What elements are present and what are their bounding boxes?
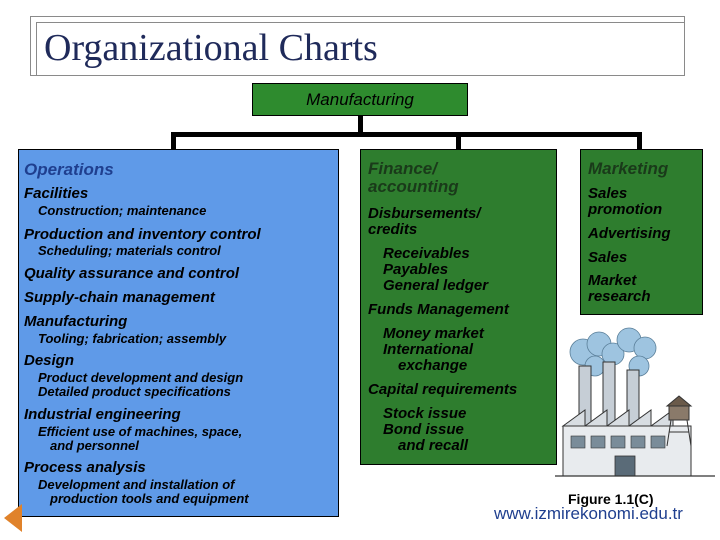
finance-line: General ledger [383,277,489,294]
finance-line: Bond issue [383,421,464,438]
ops-sub: Product development and design [38,370,244,385]
connector-operations [171,132,176,150]
finance-line: Receivables [383,245,470,262]
source-url: www.izmirekonomi.edu.tr [494,504,683,523]
finance-line: Capital requirements [368,381,518,398]
finance-line: Disbursements/ [368,205,481,222]
marketing-line: Sales [588,185,628,202]
finance-line: International [383,341,474,358]
finance-heading: Finance/ [368,159,437,178]
finance-line: Funds Management [368,301,509,318]
back-arrow-icon[interactable] [4,504,22,532]
finance-line: credits [368,221,418,238]
ops-sub: Construction; maintenance [38,203,207,218]
marketing-box [580,149,703,315]
connector-finance [456,132,461,150]
connector-horizontal [171,132,642,137]
finance-heading: accounting [368,177,459,196]
operations-heading: Operations [24,160,114,179]
page-title: Organizational Charts [44,27,378,69]
marketing-line: Advertising [588,225,671,242]
connector-marketing [637,132,642,150]
ops-sub: Development and installation of [38,477,235,492]
ops-item-process-analysis: Process analysis [24,459,146,476]
ops-item-quality: Quality assurance and control [24,265,240,282]
marketing-heading: Marketing [588,159,669,178]
ops-sub: Scheduling; materials control [38,243,221,258]
title-frame-accent [36,22,684,75]
ops-item-design: Design [24,352,75,369]
marketing-line: research [588,288,651,305]
factory-illustration [555,327,715,477]
ops-item-production: Production and inventory control [24,226,261,243]
connector-root-down [358,116,363,134]
operations-box [18,149,339,517]
ops-sub: and personnel [50,438,139,453]
root-node-manufacturing: Manufacturing [252,83,468,116]
title-frame [30,16,685,76]
finance-line: Payables [383,261,449,278]
ops-sub: Tooling; fabrication; assembly [38,331,227,346]
ops-item-supply-chain: Supply-chain management [24,289,215,306]
ops-sub: Detailed product specifications [38,384,231,399]
marketing-line: Market [588,272,637,289]
finance-line: Money market [383,325,484,342]
ops-item-facilities: Facilities [24,185,89,202]
finance-line: Stock issue [383,405,467,422]
finance-box [360,149,557,465]
figure-caption: Figure 1.1(C) [568,491,654,507]
ops-sub: production tools and equipment [50,491,249,506]
finance-line: exchange [398,357,468,374]
marketing-line: Sales [588,249,628,266]
finance-line: and recall [398,437,469,454]
ops-item-manufacturing: Manufacturing [24,313,128,330]
marketing-line: promotion [588,201,663,218]
ops-item-industrial-engineering: Industrial engineering [24,406,181,423]
ops-sub: Efficient use of machines, space, [38,424,243,439]
